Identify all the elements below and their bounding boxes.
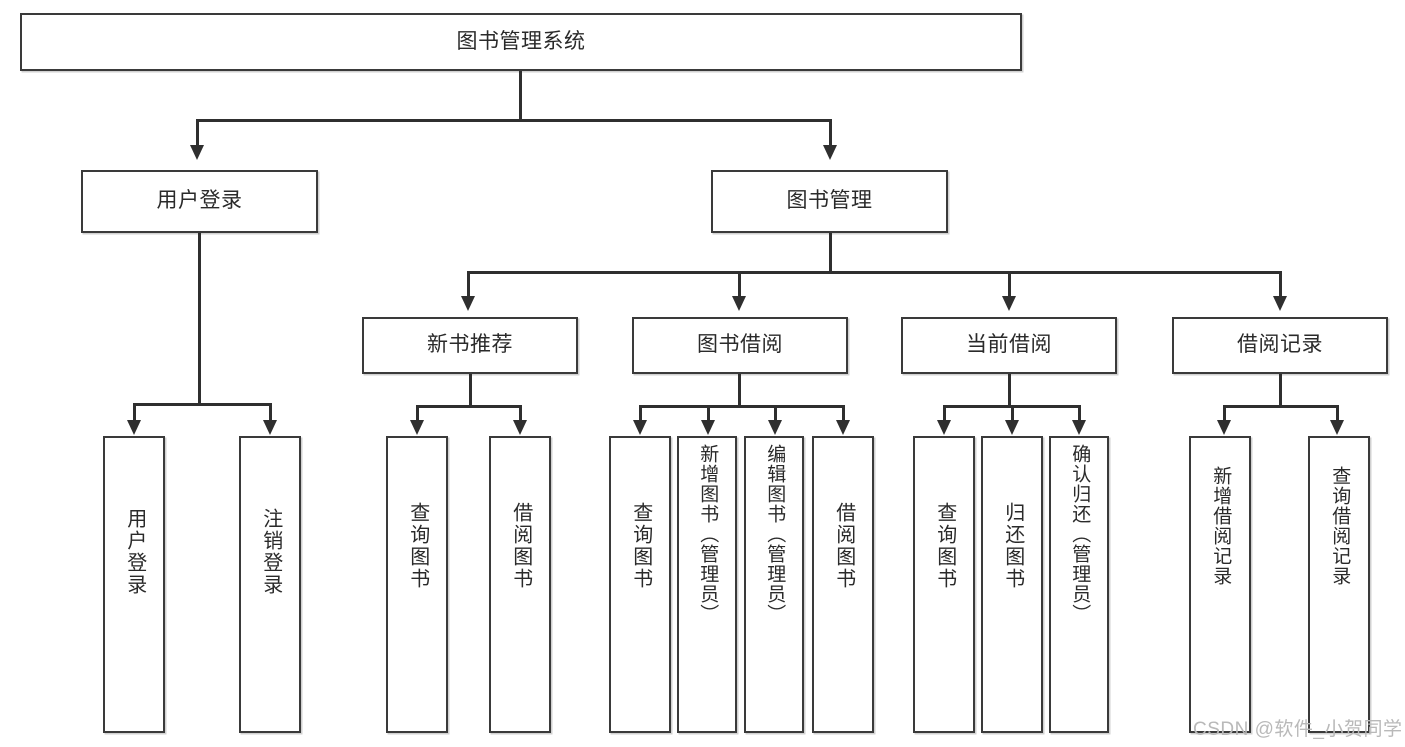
connector-borrow-record-stem: [1279, 374, 1282, 405]
connector-book-borrow-stem: [738, 374, 741, 405]
node-label: 查询借阅记录: [1329, 466, 1351, 586]
connector-to-book-borrow: [738, 271, 741, 297]
connector-book-borrow-leaf-3: [774, 405, 777, 421]
node-label: 借阅图书: [832, 502, 855, 590]
leaf-new-book-query-book[interactable]: 查询图书: [386, 436, 448, 733]
arrowhead-book-borrow-leaf-4: [836, 420, 850, 435]
arrowhead-borrow-record-leaf-1: [1217, 420, 1231, 435]
connector-new-book-bus: [416, 405, 522, 408]
connector-user-login-bus: [133, 403, 271, 406]
node-user-login[interactable]: 用户登录: [81, 170, 318, 233]
node-label: 查询图书: [933, 502, 956, 590]
node-book-borrow[interactable]: 图书借阅: [632, 317, 848, 374]
node-label: 编辑图书（管理员）: [764, 444, 786, 624]
connector-book-borrow-bus: [639, 405, 844, 408]
connector-borrow-record-leaf-1: [1223, 405, 1226, 421]
leaf-new-book-borrow-book[interactable]: 借阅图书: [489, 436, 551, 733]
arrowhead-user-login-leaf-2: [263, 420, 277, 435]
arrowhead-new-book-recommend: [461, 296, 475, 311]
node-label: 新增图书（管理员）: [697, 444, 719, 624]
node-current-borrow[interactable]: 当前借阅: [901, 317, 1117, 374]
leaf-book-borrow-edit-book-admin[interactable]: 编辑图书（管理员）: [744, 436, 804, 733]
connector-root-to-book-management: [829, 119, 832, 146]
connector-current-borrow-leaf-1: [943, 405, 946, 421]
arrowhead-book-management: [823, 145, 837, 160]
node-label: 查询图书: [406, 502, 429, 590]
arrowhead-book-borrow-leaf-2: [701, 420, 715, 435]
node-label: 用户登录: [156, 189, 243, 213]
connector-book-borrow-leaf-4: [842, 405, 845, 421]
connector-to-new-book: [467, 271, 470, 297]
connector-user-login-stem: [198, 233, 201, 403]
node-label: 图书借阅: [697, 333, 783, 357]
node-label: 用户登录: [123, 508, 146, 596]
arrowhead-book-borrow-leaf-3: [768, 420, 782, 435]
node-label: 注销登录: [259, 508, 282, 596]
node-label: 查询图书: [629, 502, 652, 590]
arrowhead-current-borrow-leaf-2: [1005, 420, 1019, 435]
node-label: 确认归还（管理员）: [1069, 444, 1091, 624]
connector-user-login-right: [269, 403, 272, 421]
connector-root-to-user-login: [196, 119, 199, 146]
connector-root-stem: [519, 71, 522, 119]
node-borrow-record[interactable]: 借阅记录: [1172, 317, 1388, 374]
connector-borrow-record-leaf-2: [1336, 405, 1339, 421]
arrowhead-current-borrow-leaf-1: [937, 420, 951, 435]
connector-current-borrow-leaf-3: [1078, 405, 1081, 421]
arrowhead-book-borrow-leaf-1: [633, 420, 647, 435]
leaf-book-borrow-add-book-admin[interactable]: 新增图书（管理员）: [677, 436, 737, 733]
node-label: 当前借阅: [966, 333, 1052, 357]
connector-new-book-leaf-1: [416, 405, 419, 421]
connector-to-borrow-record: [1279, 271, 1282, 297]
connector-new-book-stem: [469, 374, 472, 405]
leaf-user-login-logout[interactable]: 注销登录: [239, 436, 301, 733]
node-label: 新书推荐: [427, 333, 513, 357]
connector-book-borrow-leaf-1: [639, 405, 642, 421]
leaf-book-borrow-query-book[interactable]: 查询图书: [609, 436, 671, 733]
arrowhead-new-book-leaf-2: [513, 420, 527, 435]
connector-user-login-left: [133, 403, 136, 421]
leaf-borrow-record-query-record[interactable]: 查询借阅记录: [1308, 436, 1370, 733]
arrowhead-user-login-leaf-1: [127, 420, 141, 435]
node-book-management[interactable]: 图书管理: [711, 170, 948, 233]
arrowhead-book-borrow: [732, 296, 746, 311]
connector-book-management-stem: [829, 233, 832, 271]
node-label: 借阅图书: [509, 502, 532, 590]
arrowhead-current-borrow: [1002, 296, 1016, 311]
leaf-current-borrow-return-book[interactable]: 归还图书: [981, 436, 1043, 733]
connector-to-current-borrow: [1008, 271, 1011, 297]
leaf-book-borrow-borrow-book[interactable]: 借阅图书: [812, 436, 874, 733]
connector-borrow-record-bus: [1223, 405, 1338, 408]
arrowhead-current-borrow-leaf-3: [1072, 420, 1086, 435]
connector-level3-bus: [467, 271, 1282, 274]
node-label: 归还图书: [1001, 502, 1024, 590]
leaf-borrow-record-add-record[interactable]: 新增借阅记录: [1189, 436, 1251, 733]
node-root-book-management-system[interactable]: 图书管理系统: [20, 13, 1022, 71]
connector-book-borrow-leaf-2: [707, 405, 710, 421]
node-label: 借阅记录: [1237, 333, 1323, 357]
node-label: 新增借阅记录: [1210, 466, 1232, 586]
arrowhead-new-book-leaf-1: [410, 420, 424, 435]
arrowhead-user-login: [190, 145, 204, 160]
connector-new-book-leaf-2: [519, 405, 522, 421]
arrowhead-borrow-record-leaf-2: [1330, 420, 1344, 435]
leaf-user-login-login[interactable]: 用户登录: [103, 436, 165, 733]
arrowhead-borrow-record: [1273, 296, 1287, 311]
leaf-current-borrow-query-book[interactable]: 查询图书: [913, 436, 975, 733]
node-label: 图书管理系统: [456, 29, 586, 53]
connector-root-bus: [196, 119, 832, 122]
connector-current-borrow-leaf-2: [1011, 405, 1014, 421]
node-new-book-recommend[interactable]: 新书推荐: [362, 317, 578, 374]
leaf-current-borrow-confirm-return-admin[interactable]: 确认归还（管理员）: [1049, 436, 1109, 733]
connector-current-borrow-stem: [1008, 374, 1011, 405]
node-label: 图书管理: [786, 189, 873, 213]
